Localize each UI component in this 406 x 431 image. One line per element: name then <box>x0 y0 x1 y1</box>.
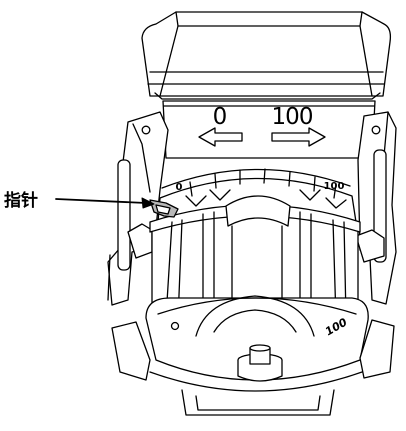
top-housing <box>141 11 392 100</box>
direction-left-value: 0 <box>213 104 228 130</box>
shaft-knob <box>237 344 283 382</box>
arrowhead-icon <box>141 197 155 209</box>
screw-icon <box>371 125 381 135</box>
scale-ring-start-label: 0 <box>176 182 183 193</box>
right-arrow-icon <box>271 127 326 147</box>
direction-label-plate <box>162 100 376 159</box>
pointer-callout-label: 指针 <box>4 190 38 211</box>
left-bracket <box>107 111 169 306</box>
right-bracket <box>355 111 397 305</box>
callout-leader <box>55 197 155 209</box>
base-marker-icon <box>170 321 180 331</box>
scale-ring-end-label: 100 <box>324 181 345 192</box>
pointer <box>149 199 179 218</box>
screw-icon <box>141 125 151 135</box>
left-arrow-icon <box>198 127 243 147</box>
base-plate <box>145 295 369 381</box>
direction-right-value: 100 <box>272 104 313 130</box>
mounting-frame <box>111 319 395 416</box>
